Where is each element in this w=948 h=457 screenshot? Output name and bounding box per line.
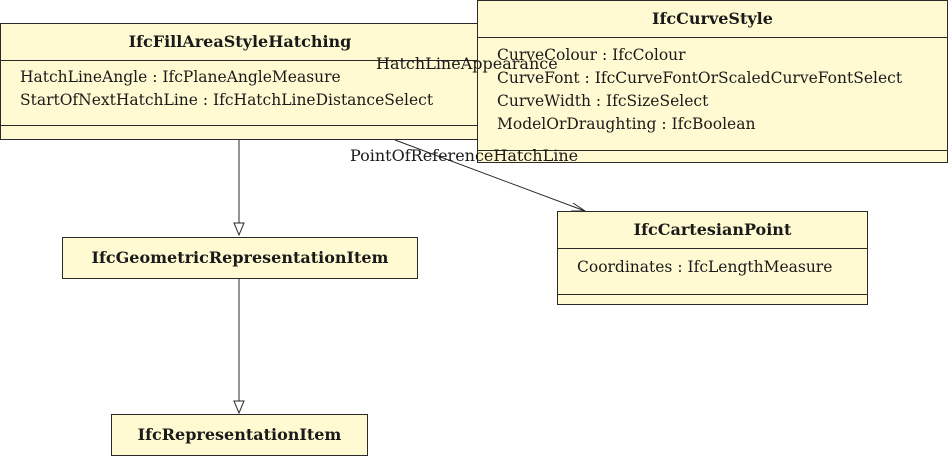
attribute: HatchLineAngle : IfcPlaneAngleMeasure (20, 68, 341, 86)
class-operations (478, 150, 947, 170)
inheritance-arrowhead (233, 222, 245, 237)
attribute: CurveWidth : IfcSizeSelect (497, 92, 709, 110)
class-ifc-representation-item[interactable]: IfcRepresentationItem (111, 414, 368, 456)
attribute: StartOfNextHatchLine : IfcHatchLineDista… (20, 91, 434, 109)
class-operations (1, 125, 479, 144)
class-name: IfcCartesianPoint (633, 220, 792, 239)
inheritance-arrowhead (233, 400, 245, 415)
class-name: IfcRepresentationItem (137, 425, 342, 444)
class-operations (558, 294, 867, 313)
class-name: IfcFillAreaStyleHatching (128, 32, 352, 51)
class-attributes: Coordinates : IfcLengthMeasure (558, 248, 867, 294)
class-ifc-fill-area-style-hatching[interactable]: IfcFillAreaStyleHatching HatchLineAngle … (0, 23, 480, 140)
association-label-point-of-reference-hatch-line: PointOfReferenceHatchLine (350, 146, 579, 165)
class-ifc-cartesian-point[interactable]: IfcCartesianPoint Coordinates : IfcLengt… (557, 211, 868, 305)
class-attributes: HatchLineAngle : IfcPlaneAngleMeasure St… (1, 60, 479, 125)
class-ifc-geometric-representation-item[interactable]: IfcGeometricRepresentationItem (62, 237, 418, 279)
class-name: IfcGeometricRepresentationItem (91, 248, 389, 267)
attribute: CurveFont : IfcCurveFontOrScaledCurveFon… (497, 69, 903, 87)
attribute: ModelOrDraughting : IfcBoolean (497, 115, 756, 133)
association-edge-point-of-reference (394, 139, 586, 212)
class-attributes: CurveColour : IfcColour CurveFont : IfcC… (478, 37, 947, 150)
attribute: Coordinates : IfcLengthMeasure (577, 258, 833, 276)
class-ifc-curve-style[interactable]: IfcCurveStyle CurveColour : IfcColour Cu… (477, 0, 948, 163)
association-label-hatch-line-appearance: HatchLineAppearance (376, 54, 558, 73)
class-name: IfcCurveStyle (652, 9, 773, 28)
attribute: CurveColour : IfcColour (497, 46, 686, 64)
